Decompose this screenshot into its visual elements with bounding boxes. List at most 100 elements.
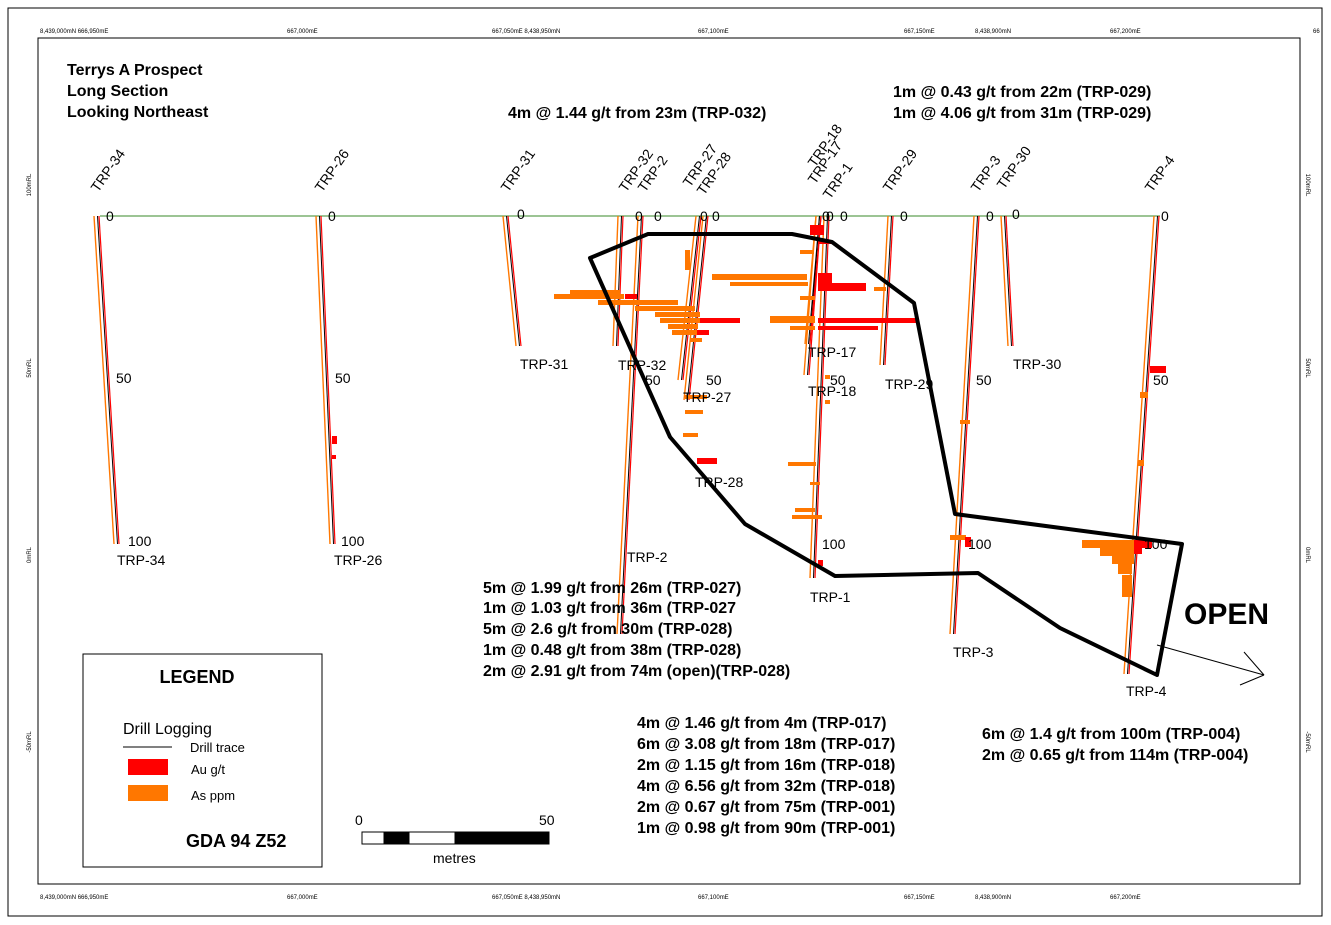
as-bar — [825, 400, 830, 404]
drill-trace-line — [1004, 215, 1012, 347]
as-bar — [950, 535, 966, 540]
as-bar — [635, 306, 695, 311]
hole-bottom-label: TRP-1 — [810, 589, 851, 605]
as-bar — [712, 274, 807, 280]
depth-label-0: 0 — [1012, 206, 1020, 222]
drill-trace-line — [954, 215, 980, 635]
drill-trace-line — [621, 215, 644, 635]
hole-bottom-label: TRP-17 — [808, 344, 856, 360]
intercept-trp027-1: 5m @ 1.99 g/t from 26m (TRP-027) — [483, 580, 741, 597]
as-bar — [874, 287, 886, 291]
grid-label-top-1: 667,000mE — [287, 29, 318, 35]
map-title: Terrys A Prospect Long Section Looking N… — [67, 62, 209, 121]
hole-bottom-label: TRP-31 — [520, 356, 568, 372]
au-bar — [818, 560, 823, 566]
title-line-3: Looking Northeast — [67, 104, 209, 121]
as-bar — [960, 420, 970, 424]
as-bar — [792, 515, 822, 519]
as-bar — [685, 395, 707, 399]
drill-trace-line — [682, 215, 702, 381]
au-bar — [697, 330, 709, 335]
grid-label-left-0: 100mRL — [27, 173, 33, 196]
drill-trace-line — [1123, 215, 1155, 675]
drill-trace-line — [949, 215, 975, 635]
drill-trace-line — [502, 215, 517, 347]
depth-label-50: 50 — [116, 370, 132, 386]
grid-label-bottom-3: 667,100mE — [698, 895, 729, 901]
as-bar — [660, 318, 705, 323]
drill-trace-line — [93, 215, 115, 545]
grid-labels-left: 100mRL 50mRL 0mRL -50mRL — [27, 173, 33, 753]
as-bar — [800, 250, 814, 254]
intercept-trp001-2: 1m @ 0.98 g/t from 90m (TRP-001) — [637, 820, 895, 837]
depth-label-0: 0 — [822, 208, 830, 224]
depth-label-0: 0 — [328, 208, 336, 224]
au-bar — [818, 283, 866, 291]
depth-label-100: 100 — [968, 536, 992, 552]
as-bar — [1122, 575, 1132, 597]
as-bar — [1082, 540, 1134, 548]
as-bar — [598, 300, 678, 305]
depth-label-0: 0 — [826, 208, 834, 224]
drill-trace-line — [1005, 215, 1014, 347]
depth-label-0: 0 — [654, 208, 662, 224]
drill-trace-line — [319, 215, 334, 545]
as-bar — [800, 296, 815, 300]
grid-label-right-3: -50mRL — [1304, 731, 1310, 753]
intercept-trp018-1: 2m @ 1.15 g/t from 16m (TRP-018) — [637, 757, 895, 774]
grid-label-top-7: 66 — [1313, 29, 1320, 35]
hole-top-label: TRP-26 — [311, 146, 352, 195]
depth-label-0: 0 — [517, 206, 525, 222]
hole-bottom-label: TRP-29 — [885, 376, 933, 392]
au-bar — [1134, 540, 1152, 548]
au-bar — [625, 294, 637, 299]
legend-as-label: As ppm — [191, 788, 235, 803]
intercept-trp017-2: 6m @ 3.08 g/t from 18m (TRP-017) — [637, 736, 895, 753]
hole-bottom-label: TRP-4 — [1126, 683, 1167, 699]
depth-label-50: 50 — [335, 370, 351, 386]
drill-trace-line — [883, 215, 892, 366]
scale-unit: metres — [433, 850, 476, 866]
legend-box — [82, 653, 323, 868]
hole-bottom-label: TRP-26 — [334, 552, 382, 568]
hole-bottom-label: TRP-28 — [695, 474, 743, 490]
au-bar — [818, 273, 832, 283]
as-bar — [1100, 548, 1134, 556]
intercept-trp029-1: 1m @ 0.43 g/t from 22m (TRP-029) — [893, 84, 1151, 101]
hole-top-label: TRP-29 — [879, 146, 920, 195]
grid-label-left-3: -50mRL — [27, 731, 33, 753]
as-bar — [790, 326, 815, 330]
as-bar — [1140, 392, 1148, 398]
hole-top-label: TRP-31 — [497, 146, 538, 195]
as-bar — [1118, 564, 1132, 574]
drill-traces — [93, 215, 1160, 675]
drill-trace-line — [677, 215, 697, 381]
depth-label-50: 50 — [645, 372, 661, 388]
drill-trace-line — [1000, 215, 1009, 347]
hole-bottom-label: TRP-27 — [683, 389, 731, 405]
drill-trace-line — [1127, 215, 1158, 675]
depth-label-0: 0 — [1161, 208, 1169, 224]
scale-min: 0 — [355, 812, 363, 828]
grid-label-top-2: 667,050mE 8,438,950mN — [492, 29, 560, 35]
drill-trace-line — [1128, 215, 1160, 675]
drill-trace-line — [507, 215, 522, 347]
drill-trace-line — [687, 215, 707, 401]
legend-section: Drill Logging — [123, 721, 212, 738]
intercept-trp028-3: 2m @ 2.91 g/t from 74m (open)(TRP-028) — [483, 663, 790, 680]
hole-bottom-label: TRP-30 — [1013, 356, 1061, 372]
legend-datum: GDA 94 Z52 — [186, 831, 286, 851]
as-bar — [770, 316, 815, 323]
intercept-trp027-2: 1m @ 1.03 g/t from 36m (TRP-027 — [483, 600, 736, 617]
grid-label-right-0: 100mRL — [1304, 174, 1310, 197]
grid-label-bottom-1: 667,000mE — [287, 895, 318, 901]
depth-label-100: 100 — [128, 533, 152, 549]
grid-label-bottom-5: 8,438,900mN — [975, 895, 1011, 901]
as-bar — [683, 433, 698, 437]
intercept-trp028-1: 5m @ 2.6 g/t from 30m (TRP-028) — [483, 621, 732, 638]
as-bar — [554, 294, 624, 299]
hole-bottom-label: TRP-3 — [953, 644, 994, 660]
grid-label-bottom-0: 8,439,000mN 666,950mE — [40, 895, 108, 901]
grid-labels-bottom: 8,439,000mN 666,950mE 667,000mE 667,050m… — [40, 895, 1141, 901]
title-line-2: Long Section — [67, 83, 168, 100]
